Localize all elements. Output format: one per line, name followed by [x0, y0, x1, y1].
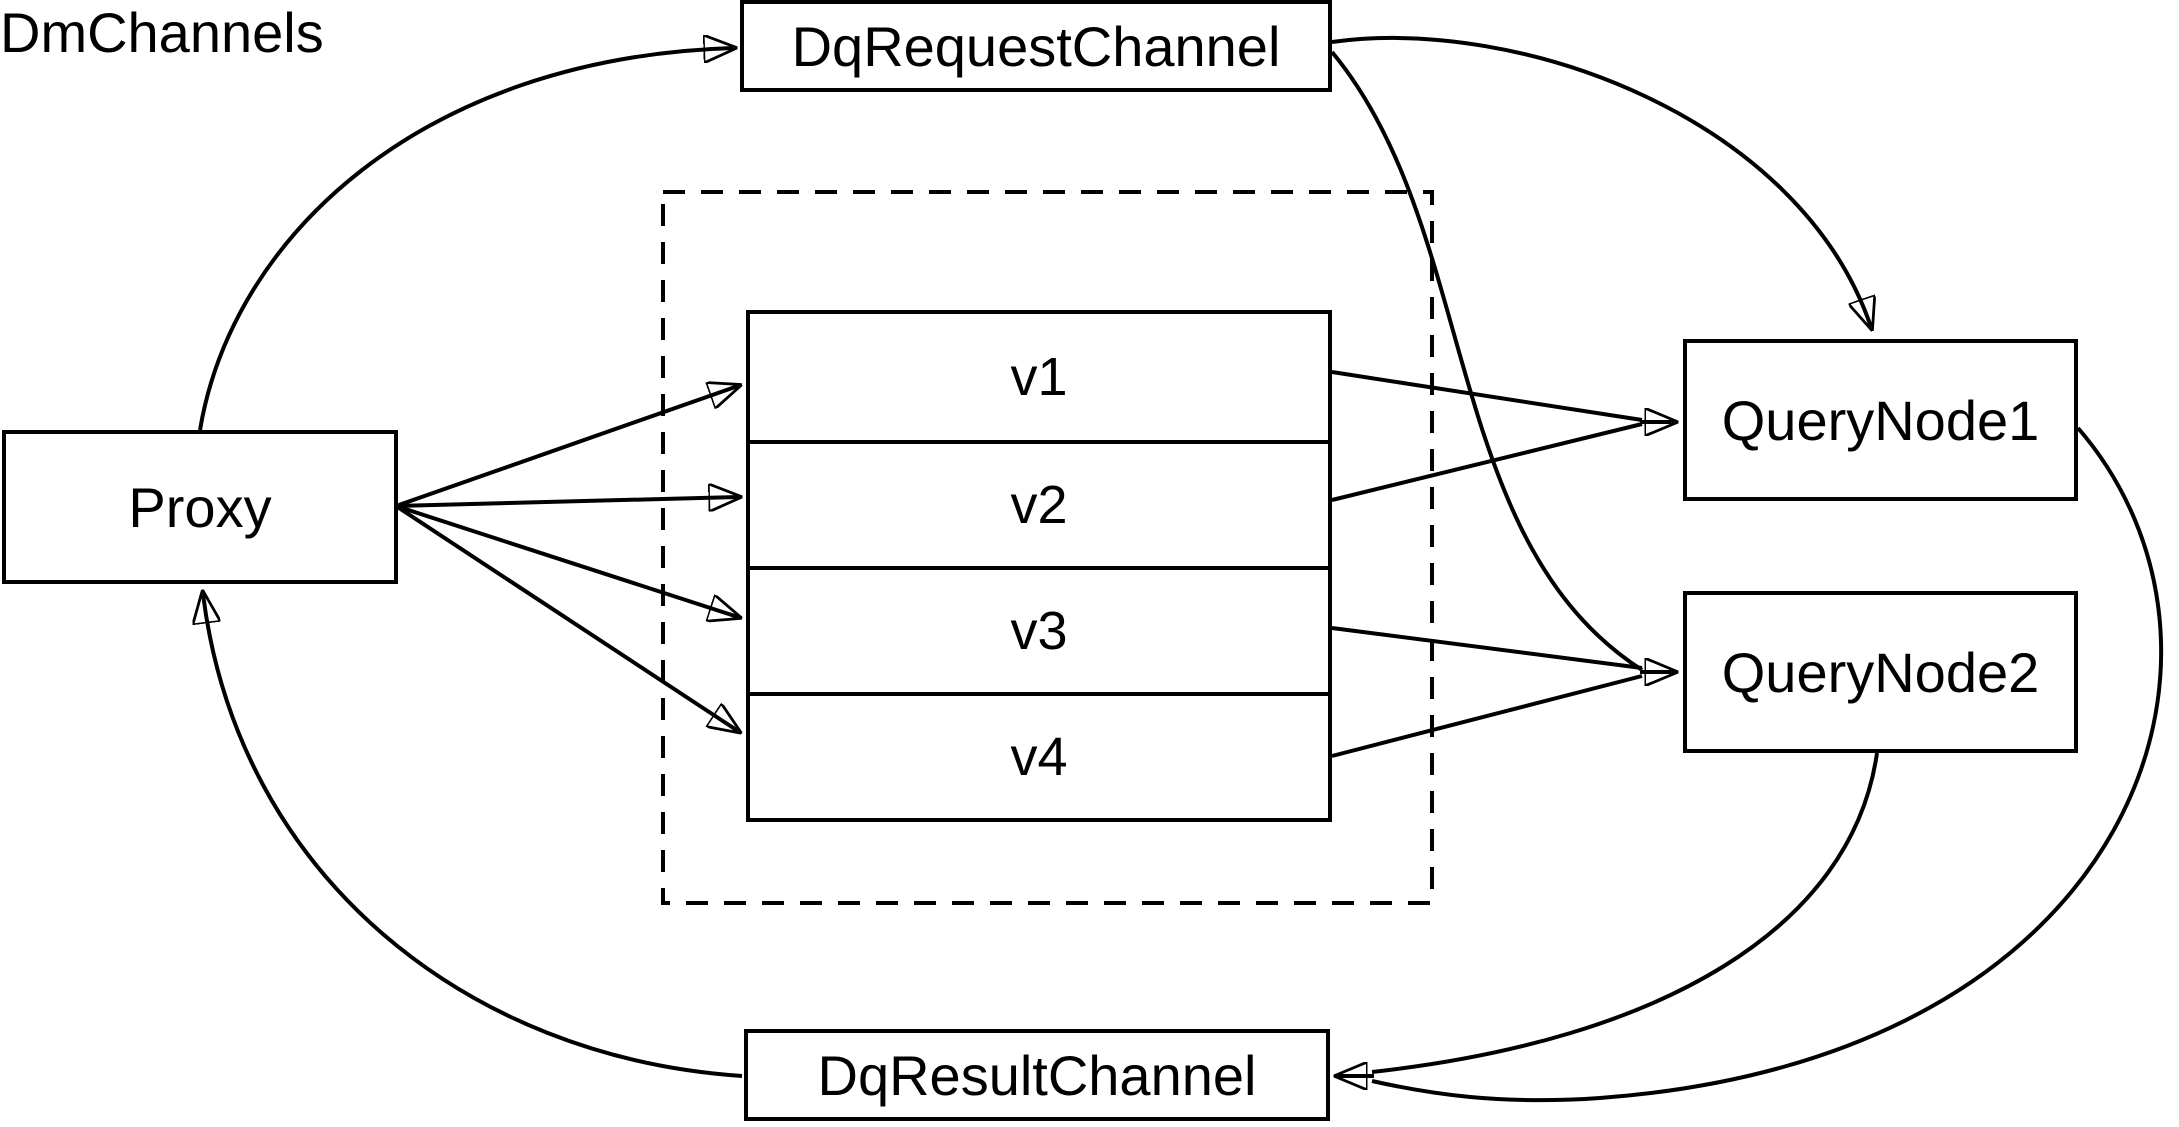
edge-proxy-to-v4 — [394, 504, 738, 731]
node-querynode2: QueryNode2 — [1683, 591, 2078, 753]
node-proxy: Proxy — [2, 430, 398, 584]
edge-v4-to-querynode2 — [1331, 674, 1643, 758]
edge-v2-to-querynode1 — [1331, 422, 1643, 502]
edge-v1-to-querynode1 — [1331, 370, 1643, 422]
node-querynode1: QueryNode1 — [1683, 339, 2078, 501]
edge-querynode2-to-dqresultchannel — [1371, 752, 1879, 1074]
edge-proxy-to-v2 — [395, 497, 738, 506]
channel-row-v4: v4 — [750, 692, 1328, 818]
node-dqrequestchannel-label: DqRequestChannel — [791, 14, 1281, 78]
channel-v2-label: v2 — [1010, 475, 1068, 535]
node-dqrequestchannel: DqRequestChannel — [740, 0, 1332, 92]
node-proxy-label: Proxy — [128, 475, 272, 539]
node-dqresultchannel: DqResultChannel — [744, 1029, 1330, 1121]
edge-proxy-to-v1 — [395, 386, 738, 508]
dm-channels-dashed-box — [661, 190, 1434, 905]
node-querynode2-label: QueryNode2 — [1721, 640, 2040, 704]
channel-v1-label: v1 — [1010, 347, 1068, 407]
channel-row-v3: v3 — [750, 566, 1328, 692]
dm-channels-stack: v1 v2 v3 v4 — [746, 310, 1332, 822]
channel-v4-label: v4 — [1010, 727, 1068, 787]
edge-dqrequestchannel-to-querynode2 — [1330, 50, 1644, 672]
dm-channels-label: DmChannels — [0, 1, 324, 64]
edge-dqresultchannel-to-proxy — [203, 594, 743, 1078]
edge-v3-to-querynode2 — [1331, 626, 1643, 670]
channel-row-v2: v2 — [750, 440, 1328, 566]
edge-proxy-to-dqrequestchannel — [198, 48, 733, 431]
edge-querynode1-to-dqresultchannel — [1371, 426, 2164, 1103]
edge-dqrequestchannel-to-querynode1 — [1331, 36, 1871, 327]
node-dqresultchannel-label: DqResultChannel — [817, 1043, 1257, 1107]
channel-row-v1: v1 — [750, 314, 1328, 440]
channel-v3-label: v3 — [1010, 601, 1068, 661]
node-querynode1-label: QueryNode1 — [1721, 388, 2040, 452]
edge-proxy-to-v3 — [395, 504, 738, 617]
